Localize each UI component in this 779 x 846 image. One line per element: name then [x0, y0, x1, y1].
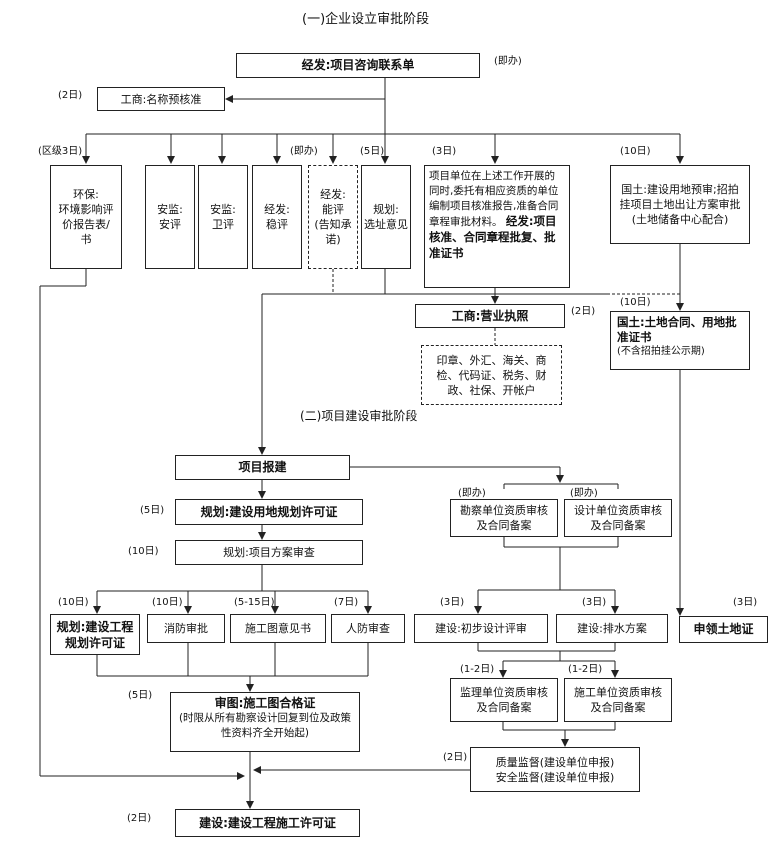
eng-permit-tag: (10日): [58, 597, 89, 608]
drainage-box: 建设:排水方案: [556, 614, 668, 643]
drainage-tag: (3日): [582, 597, 607, 608]
land-contract-label: 国土:土地合同、用地批准证书: [617, 315, 737, 344]
build-permit-tag: (2日): [127, 813, 152, 824]
civil-defense-tag: (7日): [334, 597, 359, 608]
scheme-review-box: 规划:项目方案审查: [175, 540, 363, 565]
construct-qual-tag: (1-2日): [568, 664, 603, 675]
approval-prep-box: 项目单位在上述工作开展的同时,委托有相应资质的单位编制项目核准报告,准备合同章程…: [424, 165, 570, 288]
name-check-box: 工商:名称预核准: [97, 87, 225, 111]
drawing-cert-tag: (5日): [128, 690, 153, 701]
safety-eval-box: 安监: 安评: [145, 165, 195, 269]
drawing-cert-box: 审图:施工图合格证 (时限从所有勘察设计回复到位及政策性资料齐全开始起): [170, 692, 360, 752]
design-qual-box: 设计单位资质审核及合同备案: [564, 499, 672, 537]
land-pre-box: 国土:建设用地预审;招拍挂项目土地出让方案审批(土地储备中心配合): [610, 165, 750, 244]
name-check-tag: (2日): [58, 90, 83, 101]
approval-prep-text: 项目单位在上述工作开展的同时,委托有相应资质的单位编制项目核准报告,准备合同章程…: [429, 170, 559, 228]
survey-qual-tag: (即办): [458, 488, 486, 499]
fire-tag: (10日): [152, 597, 183, 608]
construct-qual-box: 施工单位资质审核及合同备案: [564, 678, 672, 722]
land-contract-tag: (10日): [620, 297, 651, 308]
survey-qual-box: 勘察单位资质审核及合同备案: [450, 499, 558, 537]
stability-eval-box: 经发: 稳评: [252, 165, 302, 269]
land-permit-box: 规划:建设用地规划许可证: [175, 499, 363, 525]
health-eval-box: 安监: 卫评: [198, 165, 248, 269]
land-contract-sub: (不含招拍挂公示期): [617, 346, 705, 357]
post-license-box: 印章、外汇、海关、商检、代码证、税务、财政、社保、开帐户: [421, 345, 562, 405]
supervise-qual-box: 监理单位资质审核及合同备案: [450, 678, 558, 722]
quality-tag: (2日): [443, 752, 468, 763]
supervise-qual-tag: (1-2日): [460, 664, 495, 675]
build-permit-box: 建设:建设工程施工许可证: [175, 809, 360, 837]
energy-eval-box: 经发: 能评 (告知承诺): [308, 165, 358, 269]
project-report-box: 项目报建: [175, 455, 350, 480]
license-tag: (2日): [571, 306, 596, 317]
stage1-title: (一)企业设立审批阶段: [302, 12, 430, 27]
env-box: 环保: 环境影响评价报告表/书: [50, 165, 122, 269]
land-cert-box: 申领土地证: [679, 616, 768, 643]
site-opinion-tag: (5日): [360, 146, 385, 157]
drawing-opinion-box: 施工图意见书: [230, 614, 326, 643]
drawing-opinion-tag: (5-15日): [234, 597, 275, 608]
land-cert-tag: (3日): [733, 597, 758, 608]
quality-box: 质量监督(建设单位申报) 安全监督(建设单位申报): [470, 747, 640, 792]
prelim-design-tag: (3日): [440, 597, 465, 608]
civil-defense-box: 人防审查: [331, 614, 405, 643]
prelim-design-box: 建设:初步设计评审: [414, 614, 548, 643]
energy-eval-tag: (即办): [290, 146, 318, 157]
drawing-cert-label: 审图:施工图合格证: [214, 696, 316, 710]
approval-prep-tag: (3日): [432, 146, 457, 157]
land-permit-tag: (5日): [140, 505, 165, 516]
fire-box: 消防审批: [147, 614, 225, 643]
eng-permit-box: 规划:建设工程规划许可证: [50, 614, 140, 655]
land-pre-tag: (10日): [620, 146, 651, 157]
scheme-review-tag: (10日): [128, 546, 159, 557]
env-tag: (区级3日): [38, 146, 83, 157]
drawing-cert-sub: (时限从所有勘察设计回复到位及政策性资料齐全开始起): [178, 712, 352, 739]
site-opinion-box: 规划: 选址意见: [361, 165, 411, 269]
consult-box: 经发:项目咨询联系单: [236, 53, 480, 78]
stage2-title: (二)项目建设审批阶段: [300, 409, 418, 423]
approval-prep-bold: 经发:项目核准、合同章程批复、批准证书: [429, 214, 557, 260]
land-contract-box: 国土:土地合同、用地批准证书 (不含招拍挂公示期): [610, 311, 750, 370]
design-qual-tag: (即办): [570, 488, 598, 499]
license-box: 工商:营业执照: [415, 304, 565, 328]
consult-tag: (即办): [494, 56, 522, 67]
